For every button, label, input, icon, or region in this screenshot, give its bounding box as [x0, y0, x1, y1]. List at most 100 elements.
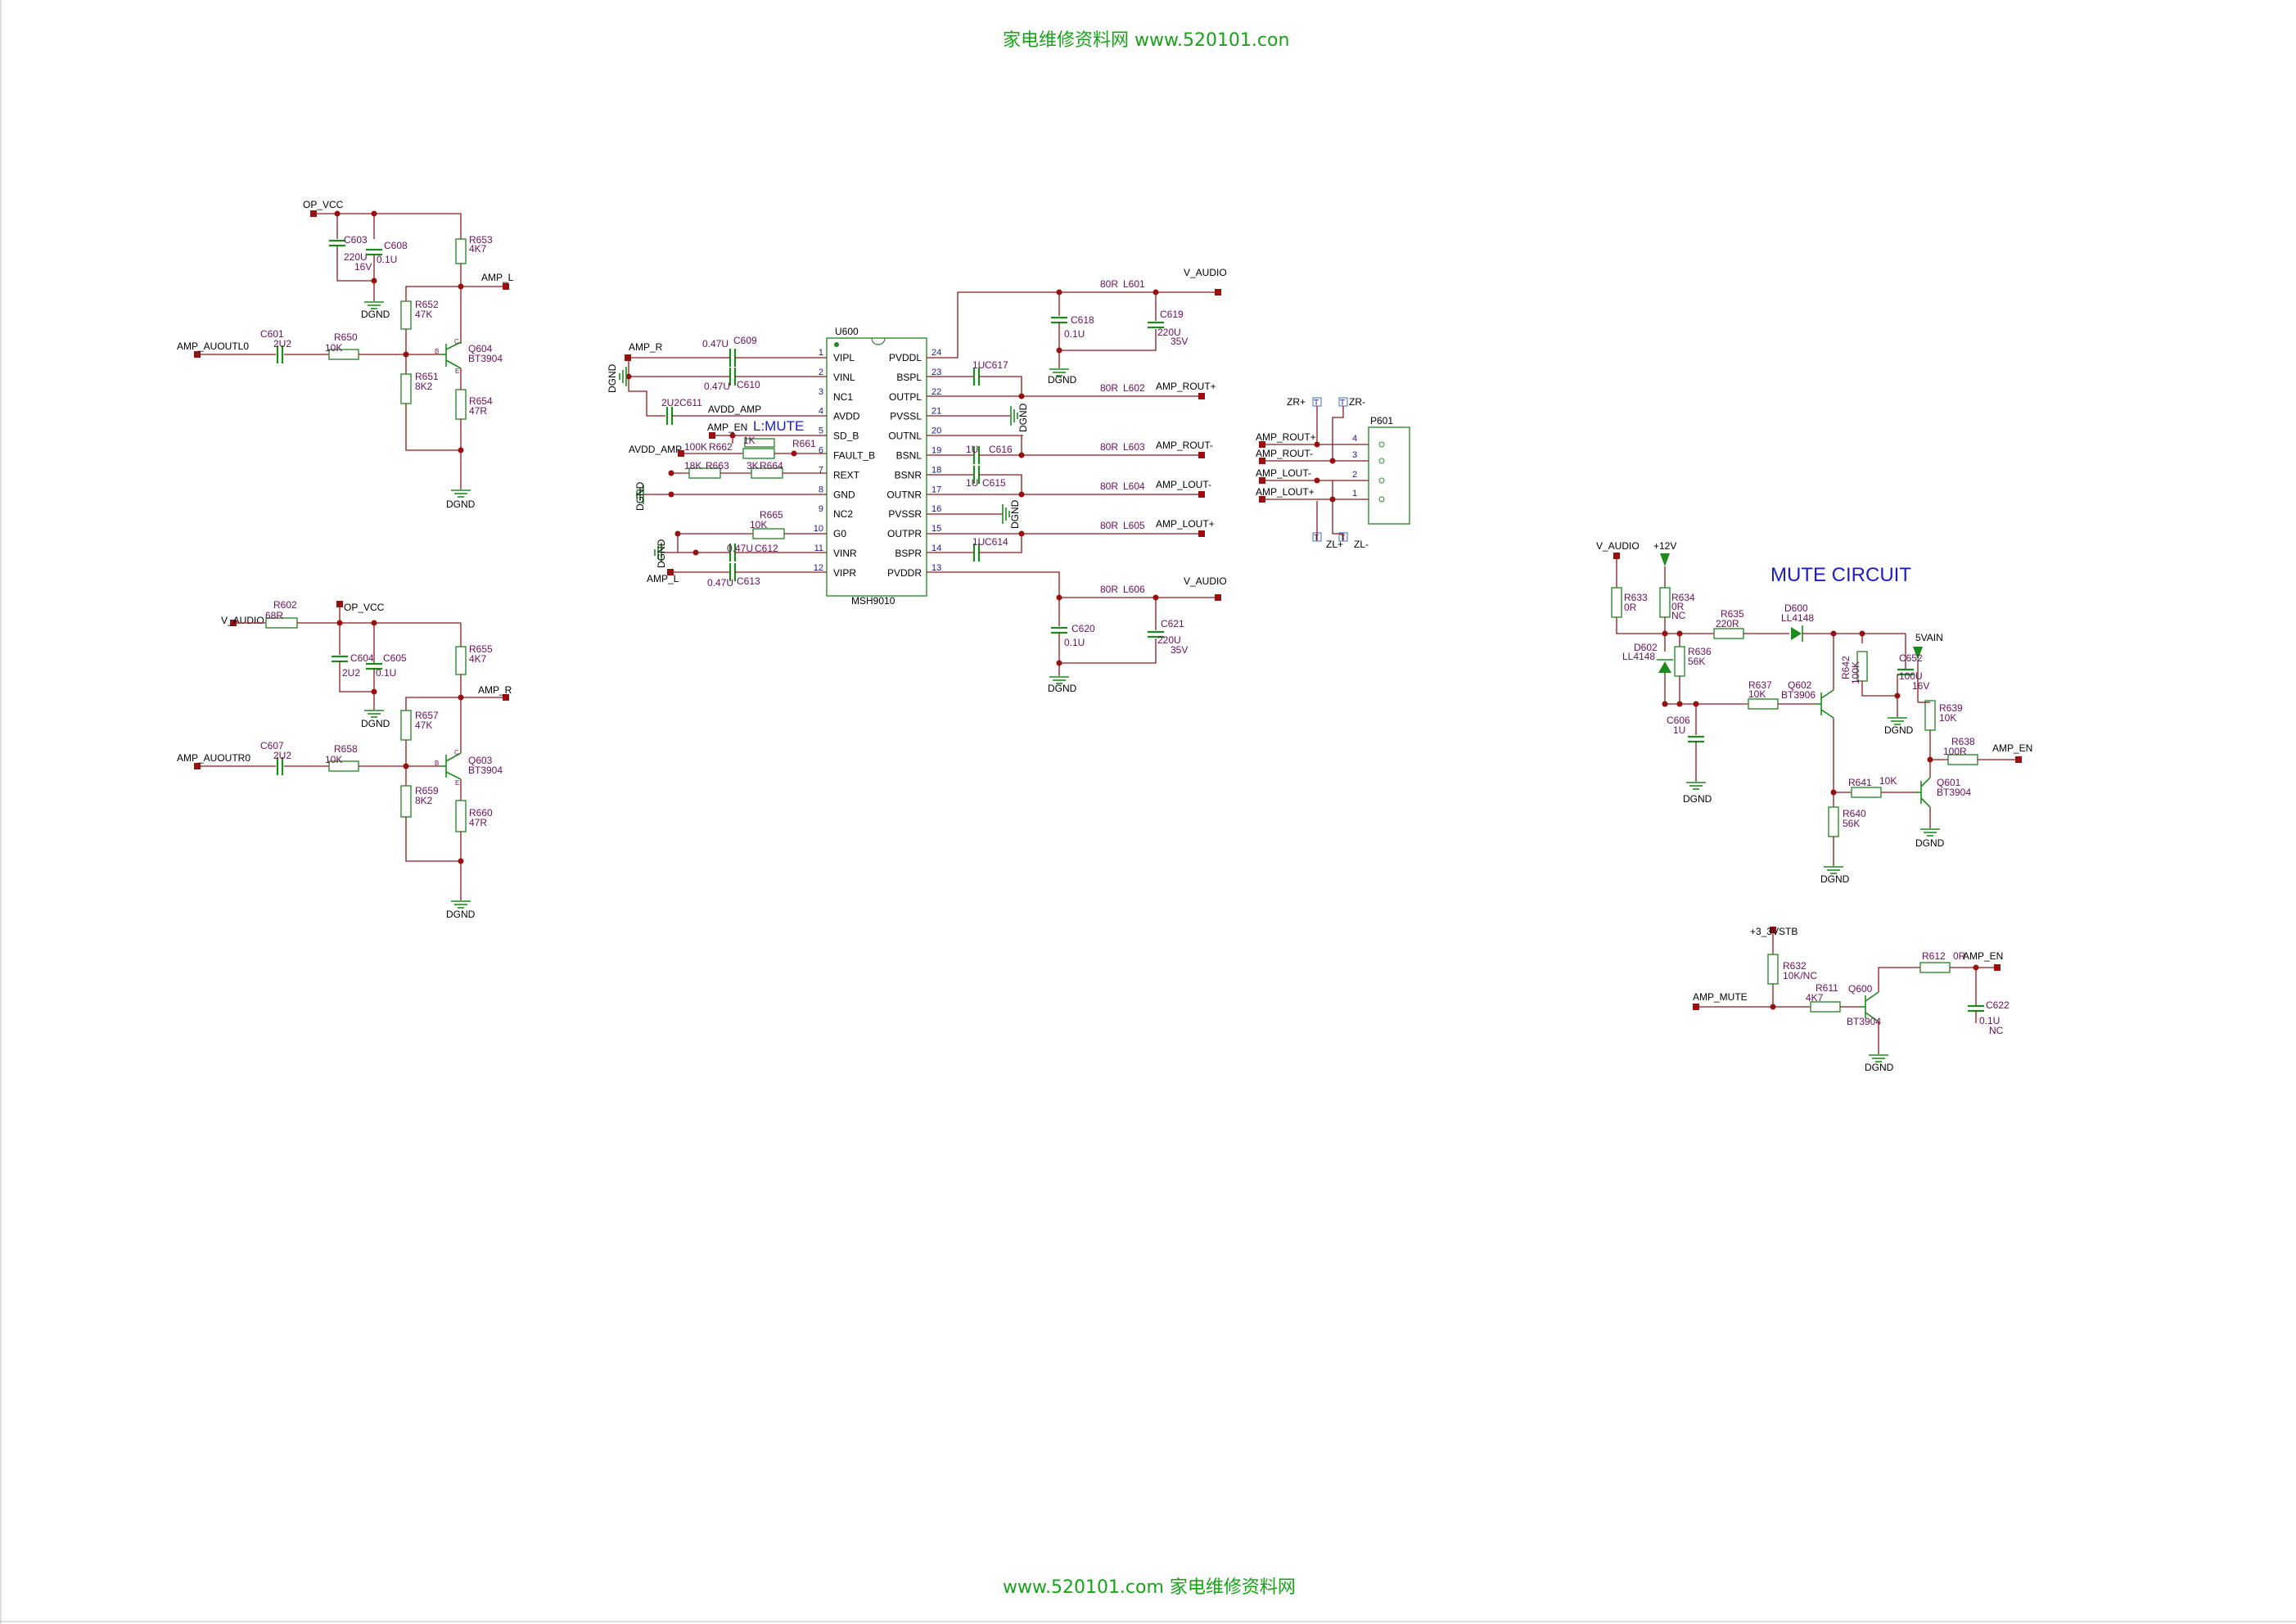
- u600-pin-name: NC1: [833, 391, 853, 403]
- q600-ref: Q600: [1848, 983, 1873, 995]
- u600-pin-name: SD_B: [833, 431, 859, 442]
- r664-ref: R664: [760, 460, 783, 471]
- r658-ref: R658: [334, 743, 358, 755]
- watermark-bottom: www.520101.com 家电维修资料网: [1003, 1577, 1296, 1598]
- net-amp-auoutr0: AMP_AUOUTR0: [177, 752, 250, 764]
- u600-pin-number: 24: [931, 348, 941, 358]
- inductor-ref: L603: [1123, 441, 1145, 453]
- u600-pin-number: 14: [931, 544, 941, 553]
- c606-val: 1U: [1673, 724, 1685, 736]
- r634-ref: R634: [1671, 592, 1695, 603]
- net-amp-en-mute: AMP_EN: [1992, 742, 2032, 754]
- net-zr-m: ZR-: [1349, 396, 1365, 408]
- r640-ref: R640: [1843, 808, 1866, 819]
- connector-port: [1259, 477, 1265, 484]
- r612-ref: R612: [1922, 950, 1946, 962]
- q603-val: BT3904: [468, 765, 503, 776]
- c614-val: 1U: [972, 536, 985, 548]
- u600-pin-number: 22: [931, 387, 941, 397]
- tp-zr-m: T: [1340, 399, 1345, 408]
- q603-ref: Q603: [468, 755, 493, 766]
- r651-ref: R651: [415, 371, 439, 382]
- inductor-value: 80R: [1100, 520, 1118, 531]
- connector-contact: [1378, 477, 1385, 484]
- u600-pin-name: PVSSR: [888, 508, 922, 520]
- c621-val: 220U: [1157, 634, 1181, 646]
- r638-ref: R638: [1951, 736, 1975, 747]
- q604-ref: Q604: [468, 343, 493, 354]
- dgnd-mute-2: DGND: [1683, 793, 1712, 805]
- inductor-ref: L605: [1123, 520, 1145, 531]
- net-amp-en-amp: AMP_EN: [707, 422, 747, 433]
- r635-ref: R635: [1721, 608, 1744, 620]
- r650-val: 10K: [325, 342, 342, 354]
- u600-pin-name: FAULT_B: [833, 450, 875, 462]
- r641-val: 10K: [1879, 775, 1897, 787]
- q601-ref: Q601: [1937, 777, 1961, 788]
- net-op-vcc-top: OP_VCC: [303, 199, 344, 210]
- r665-ref: R665: [760, 509, 783, 521]
- c611-val: 2U2: [661, 397, 679, 408]
- output-net-label: AMP_LOUT-: [1156, 479, 1211, 490]
- inductor-value: 80R: [1100, 278, 1118, 290]
- r658-val: 10K: [325, 754, 342, 765]
- connector-pin-number: 2: [1352, 470, 1357, 480]
- inductor-value: 80R: [1100, 441, 1118, 453]
- c619-val: 220U: [1157, 327, 1181, 338]
- r634-val: 0R: [1671, 601, 1685, 612]
- connector-net-label: AMP_ROUT-: [1256, 448, 1313, 459]
- q604-c: C: [454, 338, 459, 345]
- r651-val: 8K2: [415, 381, 433, 392]
- q604-val: BT3904: [468, 353, 503, 364]
- r660-val: 47R: [469, 817, 487, 828]
- r602-ref: R602: [273, 599, 297, 611]
- inductor-ref: L601: [1123, 278, 1145, 290]
- net-amp-auoutl0: AMP_AUOUTL0: [177, 341, 249, 352]
- u600-pin-name: VINL: [833, 372, 855, 383]
- connector-port: [1259, 496, 1265, 503]
- r602-val: 68R: [265, 610, 283, 621]
- u600-pin-name: NC2: [833, 508, 853, 520]
- u600-pin-number: 20: [931, 426, 941, 436]
- inductor-ref: L604: [1123, 480, 1145, 492]
- p601-body: [1368, 426, 1410, 525]
- u600-pin-name: REXT: [833, 469, 860, 480]
- u600-pin-number: 1: [819, 348, 823, 358]
- u600-pin-number: 23: [931, 368, 941, 377]
- mute-circuit-title: MUTE CIRCUIT: [1770, 564, 1911, 586]
- r642-val: 100K: [1850, 661, 1861, 684]
- connector-contact: [1378, 496, 1385, 503]
- mute-circuit: MUTE CIRCUIT V_AUDIO R633 0R +12V R634 0…: [1596, 540, 2032, 885]
- net-amp-mute: AMP_MUTE: [1693, 991, 1748, 1003]
- l-mute-label: L:MUTE: [753, 418, 804, 434]
- left-buffer-top: OP_VCC C603 220U 16V C608 0.1U DGND R653…: [177, 199, 514, 510]
- r641-ref: R641: [1848, 777, 1872, 788]
- r653-ref: R653: [469, 234, 493, 246]
- dgnd-amp-7: DGND: [1048, 683, 1077, 694]
- c620-ref: C620: [1071, 623, 1095, 634]
- c601-ref: C601: [260, 328, 284, 340]
- u600-pin-number: 10: [814, 524, 823, 534]
- c610-ref: C610: [737, 379, 760, 390]
- c604-val: 2U2: [342, 667, 360, 679]
- net-amp-en-bottom: AMP_EN: [1963, 950, 2003, 962]
- c612-ref: C612: [755, 543, 778, 554]
- c614-ref: C614: [985, 536, 1008, 548]
- output-net-label: AMP_LOUT+: [1156, 518, 1215, 530]
- net-avdd-amp-2: AVDD_AMP: [629, 444, 682, 455]
- u600-pin-name: GND: [833, 489, 855, 500]
- connector-port: [1259, 441, 1265, 448]
- net-op-vcc-lb: OP_VCC: [344, 602, 385, 613]
- net-5vain: 5VAIN: [1915, 632, 1943, 643]
- c603-ref: C603: [344, 234, 368, 246]
- dgnd-mute-5: DGND: [1865, 1062, 1894, 1073]
- r632-val: 10K/NC: [1783, 970, 1817, 981]
- c618-ref: C618: [1071, 314, 1094, 326]
- c607-ref: C607: [260, 740, 284, 751]
- r652-ref: R652: [415, 299, 439, 310]
- c613-val: 0.47U: [707, 577, 733, 589]
- amp-mute-circuit: +3_3VSTB R632 10K/NC AMP_MUTE R611 4K7 Q…: [1693, 926, 2010, 1073]
- u600-pin-name: OUTPL: [889, 391, 922, 403]
- inductor-value: 80R: [1100, 382, 1118, 394]
- c617-ref: C617: [985, 359, 1008, 371]
